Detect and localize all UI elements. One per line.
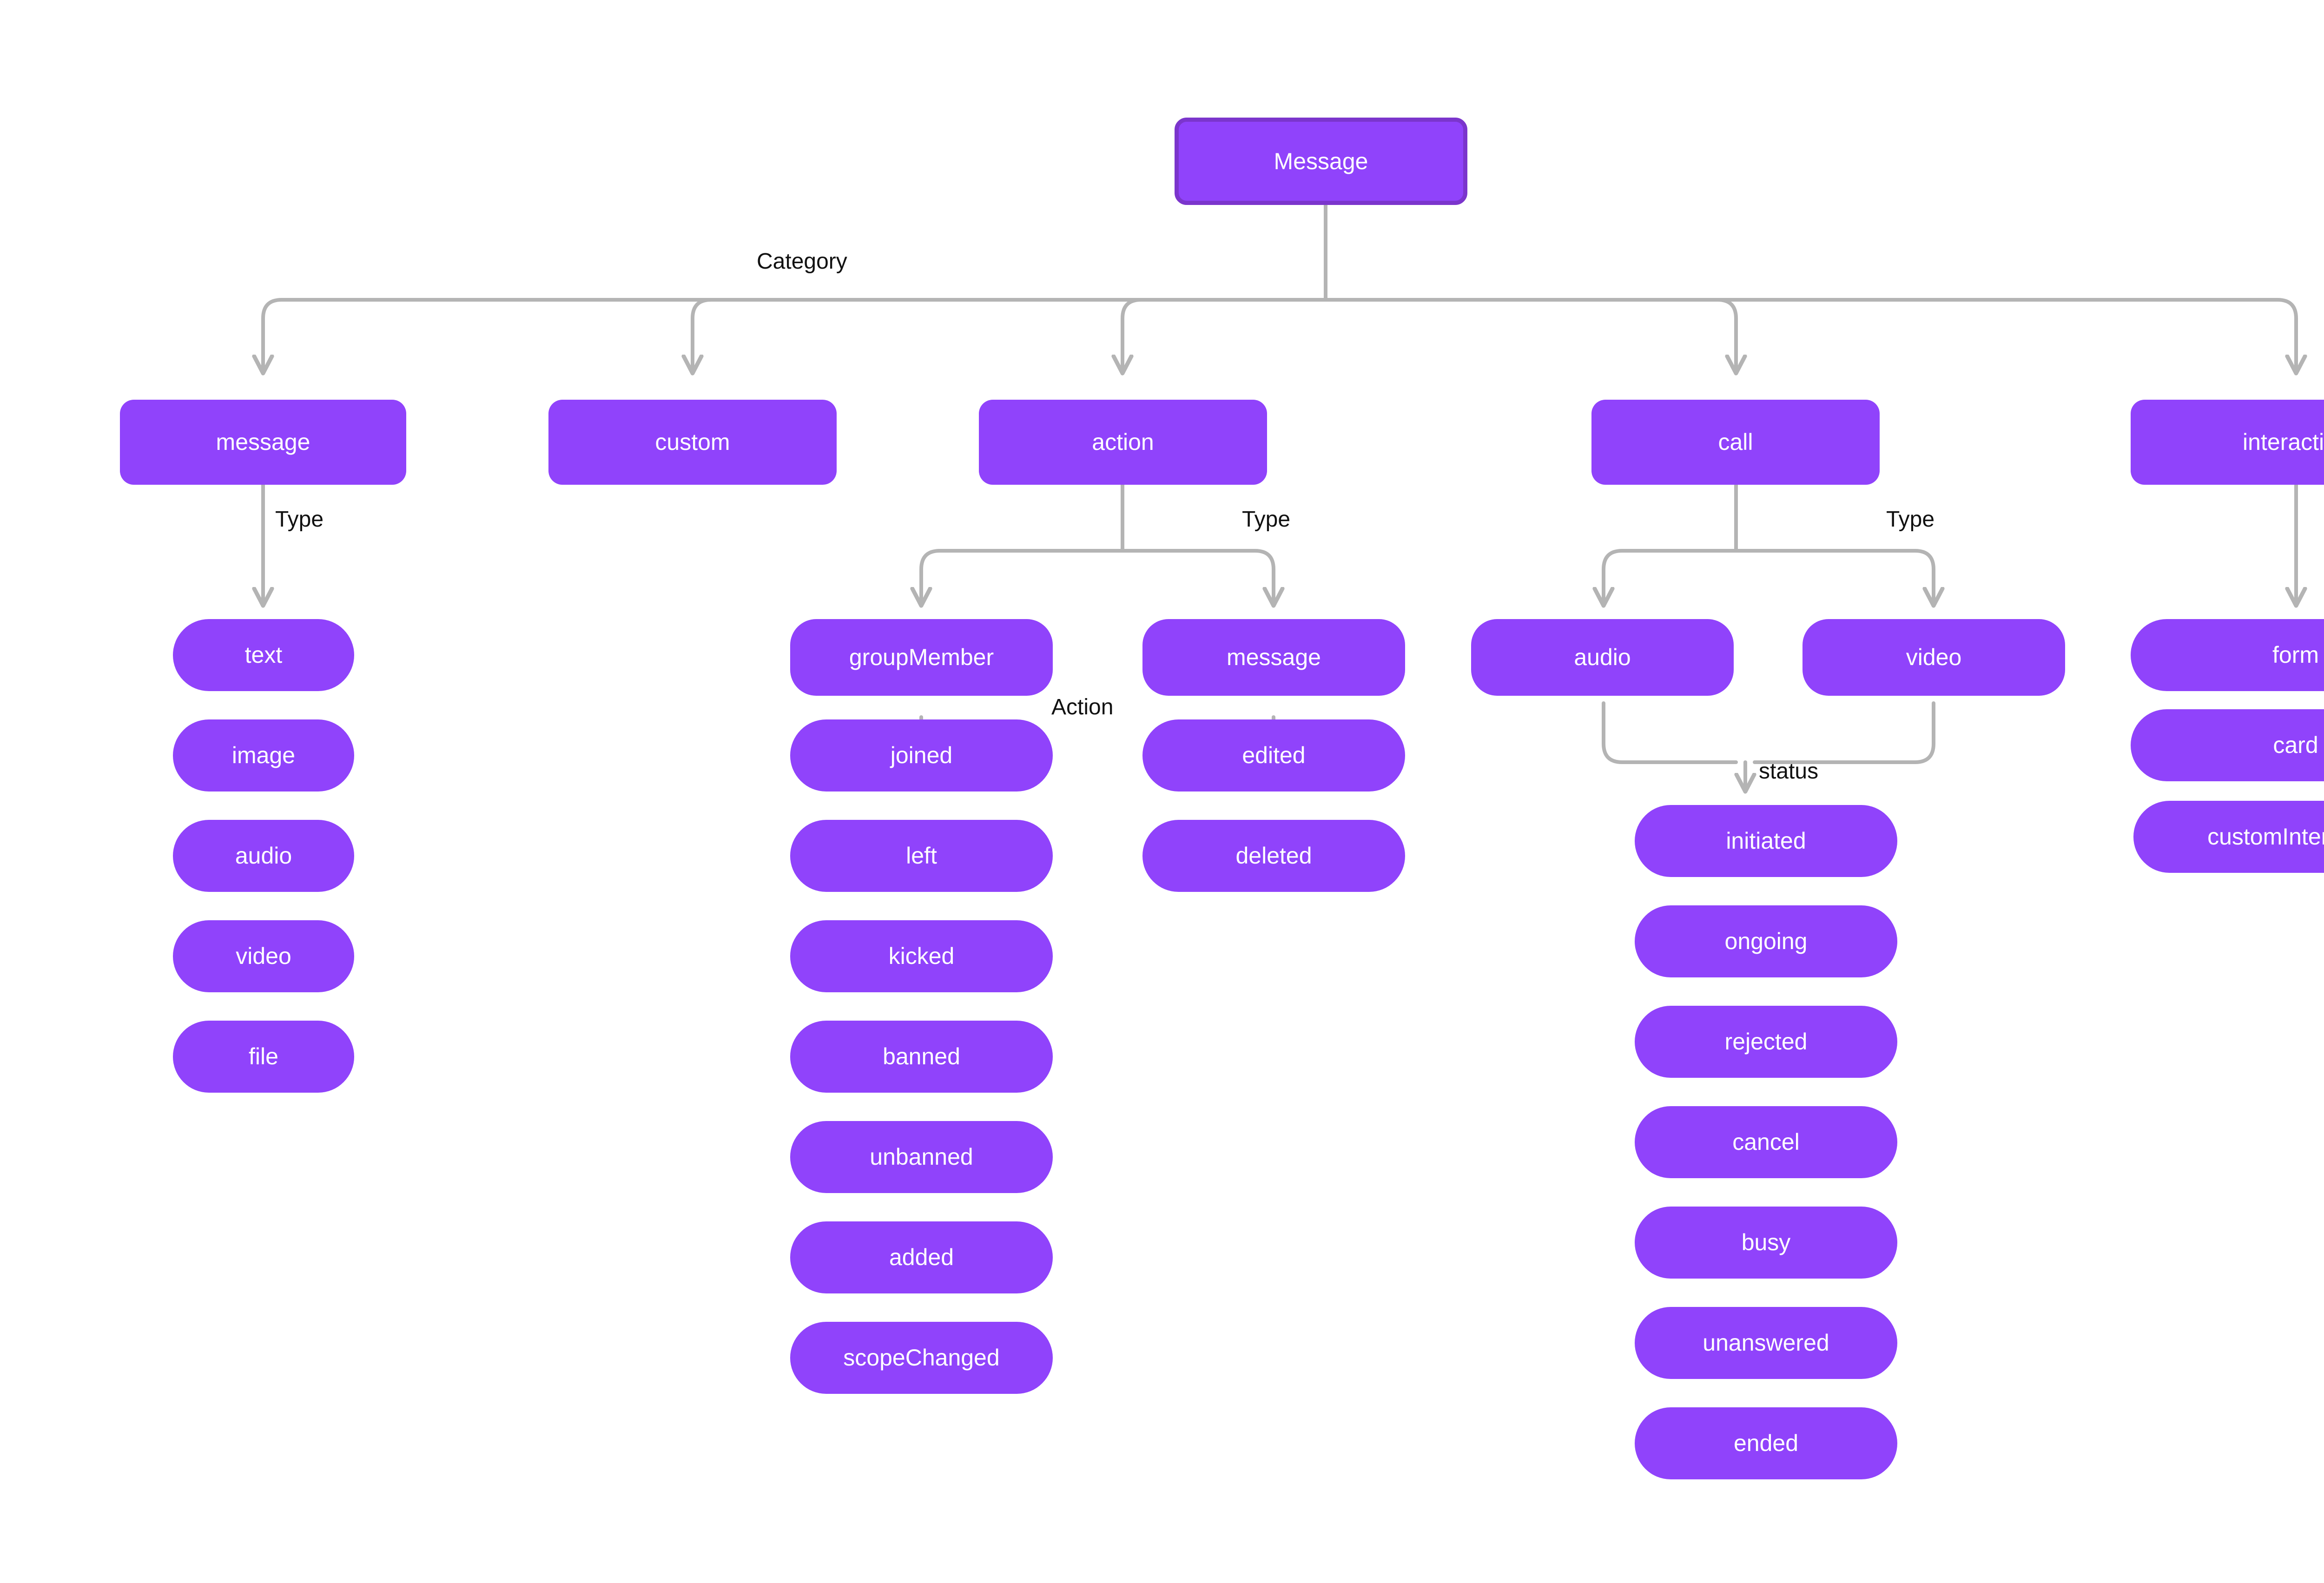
node-label: cancel (1732, 1129, 1800, 1155)
node-label: audio (1574, 644, 1631, 670)
node-message-type-image[interactable]: image (173, 719, 354, 792)
node-label: call (1718, 429, 1753, 455)
node-label: card (2273, 732, 2318, 758)
node-label: groupMember (849, 644, 994, 670)
node-label: video (236, 943, 291, 969)
node-label: busy (1741, 1229, 1791, 1255)
node-call-status-ongoing[interactable]: ongoing (1635, 905, 1897, 977)
category-label: Category (757, 249, 847, 274)
node-label: text (244, 642, 283, 668)
edge-root-to-interactive (1324, 298, 2296, 372)
node-label: deleted (1235, 843, 1312, 869)
node-message-action-deleted[interactable]: deleted (1142, 820, 1405, 892)
node-label: customInteractive (2207, 824, 2324, 850)
node-category-interactive[interactable]: interactive (2131, 400, 2324, 485)
node-message-type-video[interactable]: video (173, 920, 354, 992)
node-label: Message (1274, 148, 1368, 174)
node-interactive-type-card[interactable]: card (2131, 709, 2324, 781)
type-label-call: Type (1886, 507, 1935, 532)
edge-audio-to-status (1602, 701, 1738, 764)
node-message-action-edited[interactable]: edited (1142, 719, 1405, 792)
edge-action-to-groupmember (921, 549, 1124, 604)
node-label: joined (890, 742, 953, 768)
edge-root-to-action (1122, 298, 1327, 372)
node-label: banned (883, 1043, 960, 1069)
node-groupmember-action-left[interactable]: left (790, 820, 1053, 892)
type-label-message: Type (275, 507, 324, 532)
node-message-type-file[interactable]: file (173, 1021, 354, 1093)
node-groupmember-action-joined[interactable]: joined (790, 719, 1053, 792)
node-call-status-unanswered[interactable]: unanswered (1635, 1307, 1897, 1379)
node-groupmember-action-kicked[interactable]: kicked (790, 920, 1053, 992)
node-category-action[interactable]: action (979, 400, 1267, 485)
node-call-status-cancel[interactable]: cancel (1635, 1106, 1897, 1178)
node-call-type-video[interactable]: video (1802, 619, 2065, 696)
node-label: image (231, 742, 296, 768)
type-label-action: Type (1242, 507, 1291, 532)
node-root-message[interactable]: Message (1175, 118, 1467, 205)
node-call-status-busy[interactable]: busy (1635, 1207, 1897, 1279)
node-label: initiated (1726, 828, 1806, 854)
node-label: added (889, 1244, 954, 1270)
node-label: form (2272, 642, 2319, 668)
action-label: Action (1051, 695, 1114, 719)
node-label: scopeChanged (843, 1345, 1000, 1371)
edge-video-to-status (1753, 701, 1935, 764)
node-label: kicked (888, 943, 955, 969)
node-action-type-message[interactable]: message (1142, 619, 1405, 696)
node-label: rejected (1724, 1029, 1808, 1055)
node-label: ended (1733, 1430, 1799, 1456)
node-label: action (1092, 429, 1154, 455)
edge-call-to-audio (1604, 549, 1738, 604)
node-label: video (1906, 644, 1962, 670)
node-label: message (1227, 644, 1321, 670)
status-label: status (1759, 759, 1819, 784)
node-label: ongoing (1724, 928, 1808, 954)
node-message-type-text[interactable]: text (173, 619, 354, 691)
node-label: unanswered (1703, 1330, 1829, 1356)
edge-root-to-custom (693, 298, 1327, 372)
edge-call-to-video (1734, 549, 1934, 604)
node-category-call[interactable]: call (1591, 400, 1880, 485)
node-category-custom[interactable]: custom (548, 400, 837, 485)
node-groupmember-action-banned[interactable]: banned (790, 1021, 1053, 1093)
node-message-type-audio[interactable]: audio (173, 820, 354, 892)
node-label: file (249, 1043, 278, 1069)
node-action-type-groupmember[interactable]: groupMember (790, 619, 1053, 696)
node-label: custom (655, 429, 730, 455)
node-interactive-type-form[interactable]: form (2131, 619, 2324, 691)
node-label: edited (1242, 742, 1306, 768)
node-call-type-audio[interactable]: audio (1471, 619, 1734, 696)
node-groupmember-action-scopechanged[interactable]: scopeChanged (790, 1322, 1053, 1394)
node-groupmember-action-unbanned[interactable]: unbanned (790, 1121, 1053, 1193)
edge-root-to-message (263, 298, 1327, 372)
node-category-message[interactable]: message (120, 400, 406, 485)
node-label: unbanned (870, 1144, 973, 1170)
node-call-status-initiated[interactable]: initiated (1635, 805, 1897, 877)
node-label: interactive (2243, 429, 2324, 455)
node-call-status-ended[interactable]: ended (1635, 1407, 1897, 1479)
edge-root-to-call (1324, 298, 1736, 372)
node-call-status-rejected[interactable]: rejected (1635, 1006, 1897, 1078)
node-label: message (216, 429, 310, 455)
edge-action-to-message (1121, 549, 1274, 604)
node-interactive-type-custominteractive[interactable]: customInteractive (2133, 801, 2324, 873)
node-label: left (906, 843, 937, 869)
node-groupmember-action-added[interactable]: added (790, 1221, 1053, 1293)
node-label: audio (235, 843, 292, 869)
